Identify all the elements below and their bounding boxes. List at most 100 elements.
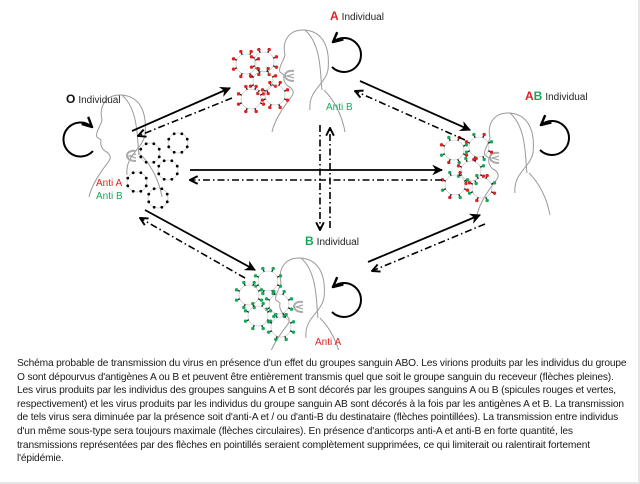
spike-tip [464,140,469,144]
spike-tip [481,164,486,168]
spike-dot [170,159,174,163]
spike-dot [152,205,156,209]
spike-tip [261,301,265,306]
spike-tip [492,181,497,185]
individual-word: Individual [545,92,587,103]
spike-tip [274,337,278,342]
spike-tip [264,297,269,301]
breath-puff-icon [293,300,304,313]
spike-dot [167,145,171,149]
spike-tip [474,181,478,186]
spike-tip [249,49,253,54]
spike-tip [440,188,445,192]
spike-dot [139,189,143,193]
spike-tip [273,74,278,78]
spike-tip [474,156,478,161]
spike-dot [160,205,164,209]
virion-icon [157,159,179,181]
virion-icon [236,84,266,114]
spike-dot [152,142,156,146]
blood-group-letter: B [305,234,314,248]
spike-dot [185,137,189,141]
spike-tip [260,98,265,102]
arrow-a-to-o [138,97,233,136]
spike-dot [165,200,169,204]
spike-tip [266,91,270,96]
virion-icon [253,266,283,296]
virion-icon [243,301,273,331]
spike-tip [251,301,255,306]
spike-tip [464,156,468,161]
spike-tip [254,84,258,89]
spike-dot [167,137,171,141]
spike-tip [249,65,254,69]
spike-tip [485,198,489,203]
spike-tip [447,160,451,165]
spike-tip [467,191,472,195]
spike-tip [448,170,452,175]
spike-dot [147,200,151,204]
spike-tip [278,105,282,110]
spike-tip [243,309,248,313]
spike-dot [180,150,184,154]
spike-tip [251,326,255,331]
spike-tip [261,291,265,296]
spike-dot [139,147,143,151]
individual-word: Individual [317,237,359,248]
spike-tip [261,326,265,331]
arrow-o-to-b [144,209,256,271]
spike-tip [266,320,271,324]
spike-tip [256,57,261,61]
arrow-ab-to-b [372,223,486,271]
virion-icon [464,132,494,162]
spike-dot [180,132,184,136]
spike-tip [284,337,288,342]
spike-dot [175,164,179,168]
spike-tip [472,132,476,137]
spike-tip [289,297,294,301]
spike-tip [242,305,246,310]
spike-tip [248,84,253,88]
virion-icon [248,66,278,96]
spike-tip [489,140,494,144]
breath-puff-icon [126,149,137,162]
spike-tip [252,280,256,285]
spike-tip [260,88,265,92]
spike-dot [144,160,148,164]
spike-tip [439,153,444,157]
blood-group-letter: A [525,89,534,103]
person-B-silhouette [270,257,340,350]
spike-tip [249,55,254,59]
antibody-label: Anti A [315,337,341,348]
spike-tip [458,170,462,175]
spike-tip [244,84,248,89]
spike-tip [475,173,479,178]
individual-word: Individual [342,12,384,23]
spike-dot [144,142,148,146]
spike-dot [157,164,161,168]
spike-dot [152,187,156,191]
spike-tip [261,266,265,271]
virion-icon [249,47,279,77]
breath-puff-icon [489,151,500,164]
spike-tip [231,57,236,61]
spike-dot [157,147,161,151]
arrow-b-to-ab [367,213,481,263]
arrow-b-to-o [140,218,246,279]
spike-tip [285,88,290,92]
virion-icon [440,170,470,200]
spike-tip [291,320,296,324]
person-AB-silhouette [476,112,551,216]
spike-tip [234,298,239,302]
arrow-a-to-ab [359,80,471,131]
virion-icon [264,289,294,319]
blood-group-letter: O [66,92,75,106]
self-transmission-loop-o [62,123,93,158]
spike-tip [467,181,472,185]
spike-tip [291,330,296,334]
antibody-label: Anti B [96,191,123,202]
spike-dot [131,171,135,175]
spike-tip [272,289,276,294]
spike-tip [447,135,451,140]
